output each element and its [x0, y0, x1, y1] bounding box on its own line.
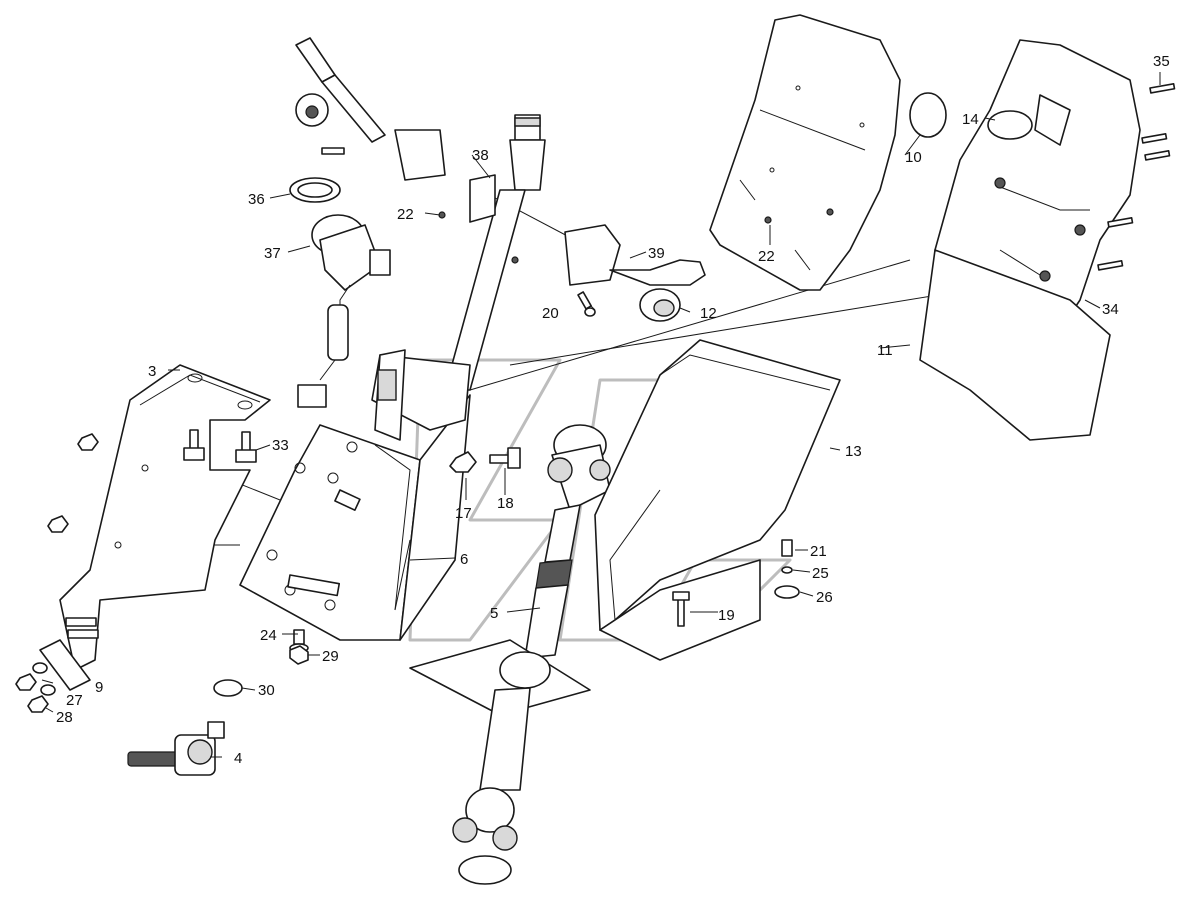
callout-33: 33	[272, 437, 289, 454]
part-bracket-nuts	[47, 433, 99, 533]
callout-13: 13	[845, 443, 862, 460]
callout-12: 12	[700, 305, 717, 322]
callout-17: 17	[455, 505, 472, 522]
part-33-bolts	[183, 429, 257, 463]
callout-38: 38	[472, 147, 489, 164]
part-left-lever	[295, 37, 446, 181]
part-20-screw	[577, 291, 596, 317]
callout-30: 30	[258, 682, 275, 699]
callout-14: 14	[962, 111, 979, 128]
part-38-steering-shaft	[371, 114, 546, 441]
callout-18: 18	[497, 495, 514, 512]
part-22-screws	[438, 211, 519, 264]
callout-37: 37	[264, 245, 281, 262]
part-27-28-nuts	[15, 662, 56, 713]
callout-10: 10	[905, 149, 922, 166]
part-30-washer	[213, 679, 243, 697]
part-10-plug	[909, 92, 947, 138]
callout-labels: 3 4 5 6 9 10 11 12 13 14 17 18 19 20 21 …	[56, 53, 1170, 767]
part-4-switch	[127, 721, 225, 776]
callout-22-cover: 22	[758, 248, 775, 265]
callout-24: 24	[260, 627, 277, 644]
part-6-column-housing	[239, 394, 471, 641]
callout-19: 19	[718, 607, 735, 624]
callout-5: 5	[490, 605, 498, 622]
callout-22-left: 22	[397, 206, 414, 223]
part-19-floor-plate	[599, 559, 761, 661]
callout-4: 4	[234, 750, 242, 767]
callout-39: 39	[648, 245, 665, 262]
callout-34: 34	[1102, 301, 1119, 318]
callout-36: 36	[248, 191, 265, 208]
part-36-ring-seal	[289, 177, 341, 203]
part-9-plate	[39, 617, 99, 691]
part-24-29-bolt	[289, 629, 309, 665]
callout-20: 20	[542, 305, 559, 322]
part-5-intermediate-shaft	[409, 424, 611, 885]
part-17-18-fasteners	[449, 447, 521, 473]
callout-27: 27	[66, 692, 83, 709]
callout-11: 11	[877, 342, 893, 359]
part-39-right-switch	[564, 224, 706, 286]
part-35-screws	[1097, 83, 1176, 271]
callout-35: 35	[1153, 53, 1170, 70]
part-22-upper-cover	[709, 14, 901, 291]
callout-3: 3	[148, 363, 156, 380]
callout-25: 25	[812, 565, 829, 582]
part-37-ignition-lock	[297, 214, 391, 408]
callout-21: 21	[810, 543, 827, 560]
callout-28: 28	[56, 709, 73, 726]
part-12-cap	[639, 288, 681, 322]
part-11-right-shroud	[919, 39, 1141, 441]
callout-26: 26	[816, 589, 833, 606]
callout-29: 29	[322, 648, 339, 665]
callout-9: 9	[95, 679, 103, 696]
part-3-bracket	[59, 364, 271, 671]
callout-leaders	[41, 72, 1161, 758]
callout-6: 6	[460, 551, 468, 568]
part-21-25-26-fasteners	[774, 539, 800, 599]
